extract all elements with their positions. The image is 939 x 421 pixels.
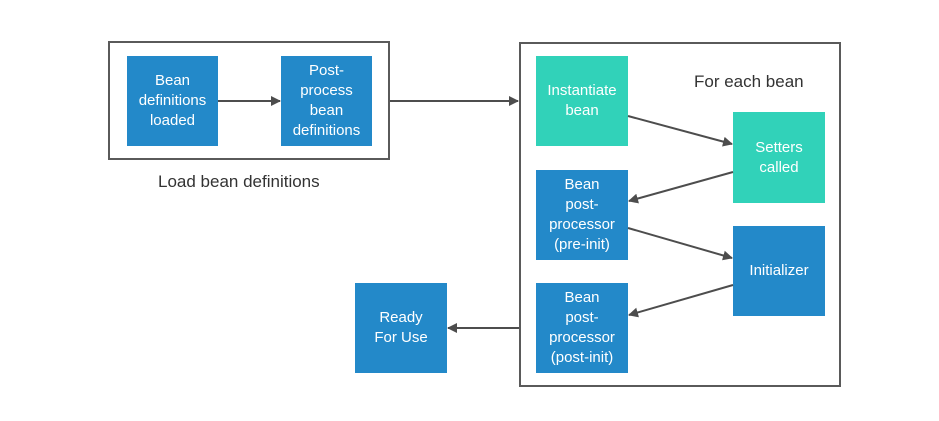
arrow-initializer-to-bpp-post	[628, 284, 734, 318]
node-initializer: Initializer	[733, 226, 825, 316]
arrow-instantiate-to-setters	[627, 115, 733, 147]
node-post-process-definitions: Post- process bean definitions	[281, 56, 372, 146]
arrow-bpp-pre-to-initializer	[627, 227, 733, 261]
node-ready-for-use: Ready For Use	[355, 283, 447, 373]
node-setters-called: Setters called	[733, 112, 825, 203]
node-bean-post-processor-post-init: Bean post- processor (post-init)	[536, 283, 628, 373]
node-instantiate-bean: Instantiate bean	[536, 56, 628, 146]
for-each-bean-label: For each bean	[694, 72, 804, 91]
node-bean-post-processor-pre-init: Bean post- processor (pre-init)	[536, 170, 628, 260]
load-definitions-label: Load bean definitions	[158, 172, 320, 191]
arrow-setters-to-bpp-pre	[628, 171, 734, 204]
node-bean-definitions-loaded: Bean definitions loaded	[127, 56, 218, 146]
